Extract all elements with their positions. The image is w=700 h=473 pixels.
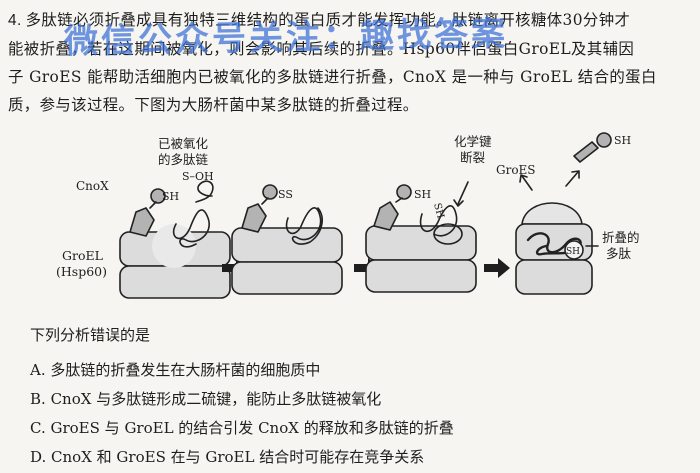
polypeptide-3 [419, 205, 458, 237]
option-b[interactable]: B. CnoX 与多肽链形成二硫键，能防止多肽链被氧化 [30, 385, 454, 414]
option-letter: A. [30, 361, 46, 379]
label-ss: SS [278, 188, 293, 201]
panel-3 [365, 181, 477, 293]
folded-core-4 [564, 240, 584, 260]
label-bond-1: 化学键 [454, 134, 492, 149]
groes-cap-4 [521, 202, 583, 225]
release-arrow-left-head [519, 174, 528, 183]
options-list: A. 多肽链的折叠发生在大肠杆菌的细胞质中 B. CnoX 与多肽链形成二硫键，… [30, 356, 454, 472]
label-bond-2: 断裂 [460, 150, 485, 165]
label-sh-in: SH [566, 247, 580, 257]
release-arrow-left [521, 175, 533, 191]
cnox-head-1 [150, 188, 166, 204]
stem-line-3: 子 GroES 能帮助活细胞内已被氧化的多肽链进行折叠，CnoX 是一种与 Gr… [8, 68, 657, 86]
cnox-head-3 [396, 184, 412, 200]
groel-lower-ring-3 [365, 259, 477, 293]
option-letter: B. [30, 390, 46, 408]
groel-upper-ring-3 [365, 225, 477, 261]
polypeptide-1 [172, 209, 210, 248]
option-text: CnoX 和 GroES 在与 GroEL 结合时可能存在竞争关系 [51, 448, 425, 466]
option-letter: C. [30, 419, 46, 437]
label-cnox: CnoX [76, 179, 109, 193]
label-oxidized-2: 的多肽链 [158, 152, 209, 167]
option-text: GroES 与 GroEL 的结合引发 CnoX 的释放和多肽链的折叠 [50, 419, 454, 437]
label-sh-3: SH [414, 188, 431, 201]
option-text: CnoX 与多肽链形成二硫键，能防止多肽链被氧化 [50, 390, 382, 408]
bond-arrow-3 [457, 181, 469, 205]
groel-lower-ring-2 [231, 261, 343, 295]
label-sh-rotated: SH [431, 202, 446, 220]
stem-line-2: 能被折叠，若在这期间被氧化，则会影响其后续的折叠。Hsp60伴侣蛋白GroEL及… [8, 40, 635, 58]
label-folded-1: 折叠的 [602, 230, 640, 245]
groel-upper-ring-2 [231, 227, 343, 263]
folding-diagram: CnoX SH S–OH 已被氧化 的多肽链 GroEL (Hsp60) SS … [56, 132, 640, 299]
cnox-arm-3 [395, 197, 403, 203]
option-d[interactable]: D. CnoX 和 GroES 在与 GroEL 结合时可能存在竞争关系 [30, 443, 454, 472]
cnox-protein-2 [241, 203, 267, 233]
label-s-oh: S–OH [182, 170, 214, 183]
cnox-protein-3 [373, 201, 399, 231]
release-arrow-right-head [571, 170, 580, 179]
label-sh-1: SH [162, 190, 179, 203]
folded-polypeptide-4 [526, 232, 582, 256]
bond-arrow-head-3 [453, 199, 464, 207]
oxidized-tail-1 [195, 180, 214, 203]
label-sh-top: SH [614, 134, 631, 147]
released-cnox-head [596, 132, 612, 148]
arrow-3 [484, 258, 510, 278]
release-arrow-right [565, 171, 579, 187]
label-groel-1: GroEL [62, 248, 103, 263]
polypeptide-2 [285, 207, 323, 245]
panel-2 [231, 184, 343, 295]
option-text: 多肽链的折叠发生在大肠杆菌的细胞质中 [50, 361, 321, 379]
label-groes: GroES [496, 163, 536, 177]
cnox-protein-1 [129, 207, 155, 237]
option-a[interactable]: A. 多肽链的折叠发生在大肠杆菌的细胞质中 [30, 356, 454, 385]
watermark-text: 微信公众号关注：趣找答案 [63, 14, 509, 62]
question-prompt: 下列分析错误的是 [30, 326, 151, 344]
stem-line-1: 4.多肽链必须折叠成具有独特三维结构的蛋白质才能发挥功能。肽链离开核糖体30分钟… [8, 11, 631, 29]
cnox-arm-1 [149, 201, 157, 209]
released-cnox-arm [573, 141, 599, 163]
option-letter: D. [30, 448, 47, 466]
groel-lower-ring-1 [119, 265, 231, 299]
question-number: 4. [8, 12, 22, 29]
label-oxidized-1: 已被氧化 [158, 136, 209, 151]
label-groel-2: (Hsp60) [56, 264, 107, 279]
polypeptide-loop-3 [433, 223, 463, 245]
panel-4 [515, 132, 612, 295]
stem-line-4: 质，参与该过程。下图为大肠杆菌中某多肽链的折叠过程。 [8, 96, 419, 114]
panel-1 [119, 180, 231, 299]
groel-lower-ring-4 [515, 259, 593, 295]
cnox-arm-2 [261, 197, 269, 205]
cnox-head-2 [262, 184, 278, 200]
label-folded-2: 多肽 [606, 246, 632, 261]
option-c[interactable]: C. GroES 与 GroEL 的结合引发 CnoX 的释放和多肽链的折叠 [30, 414, 454, 443]
question-stem: 4.多肽链必须折叠成具有独特三维结构的蛋白质才能发挥功能。肽链离开核糖体30分钟… [8, 6, 692, 119]
